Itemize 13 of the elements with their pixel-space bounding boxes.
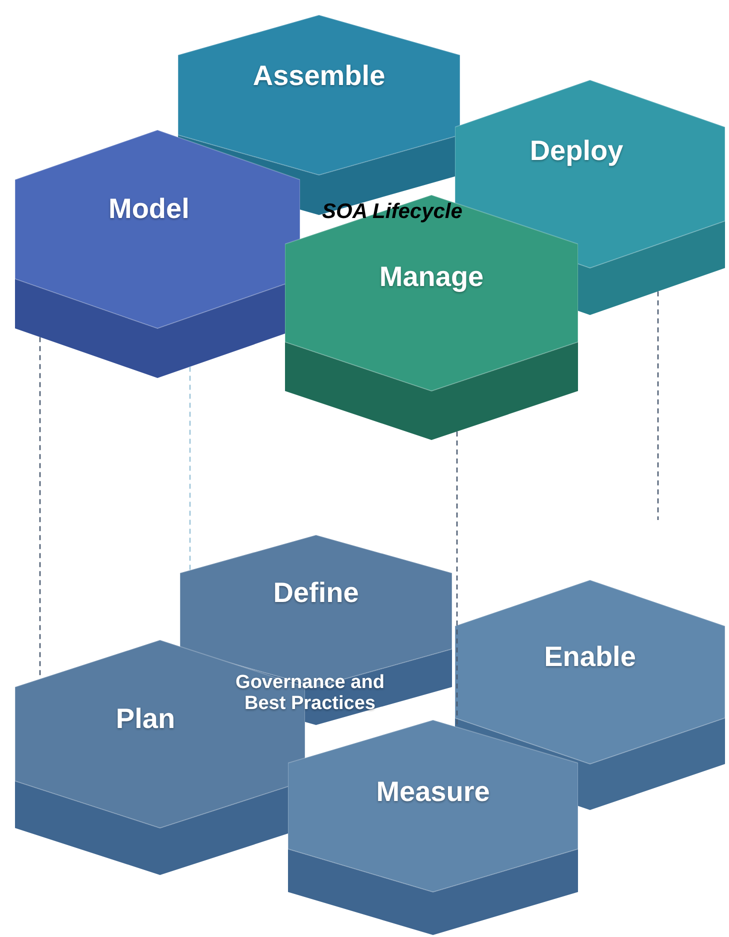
- dashed-connector: [189, 366, 191, 570]
- tile-label: Model: [108, 193, 190, 226]
- center-label: Governance and Best Practices: [234, 672, 386, 714]
- dashed-connector: [456, 431, 458, 728]
- tile-label: Measure: [376, 776, 490, 808]
- tile-label: Deploy: [530, 135, 624, 168]
- tile-label: Assemble: [252, 60, 386, 92]
- tile-label: Enable: [544, 641, 636, 674]
- tile-label: Manage: [379, 261, 484, 294]
- lifecycle-label: SOA Lifecycle: [322, 200, 462, 224]
- dashed-guide-line: [657, 291, 659, 520]
- tile-label: Define: [273, 576, 359, 609]
- tile-label: Plan: [116, 702, 176, 735]
